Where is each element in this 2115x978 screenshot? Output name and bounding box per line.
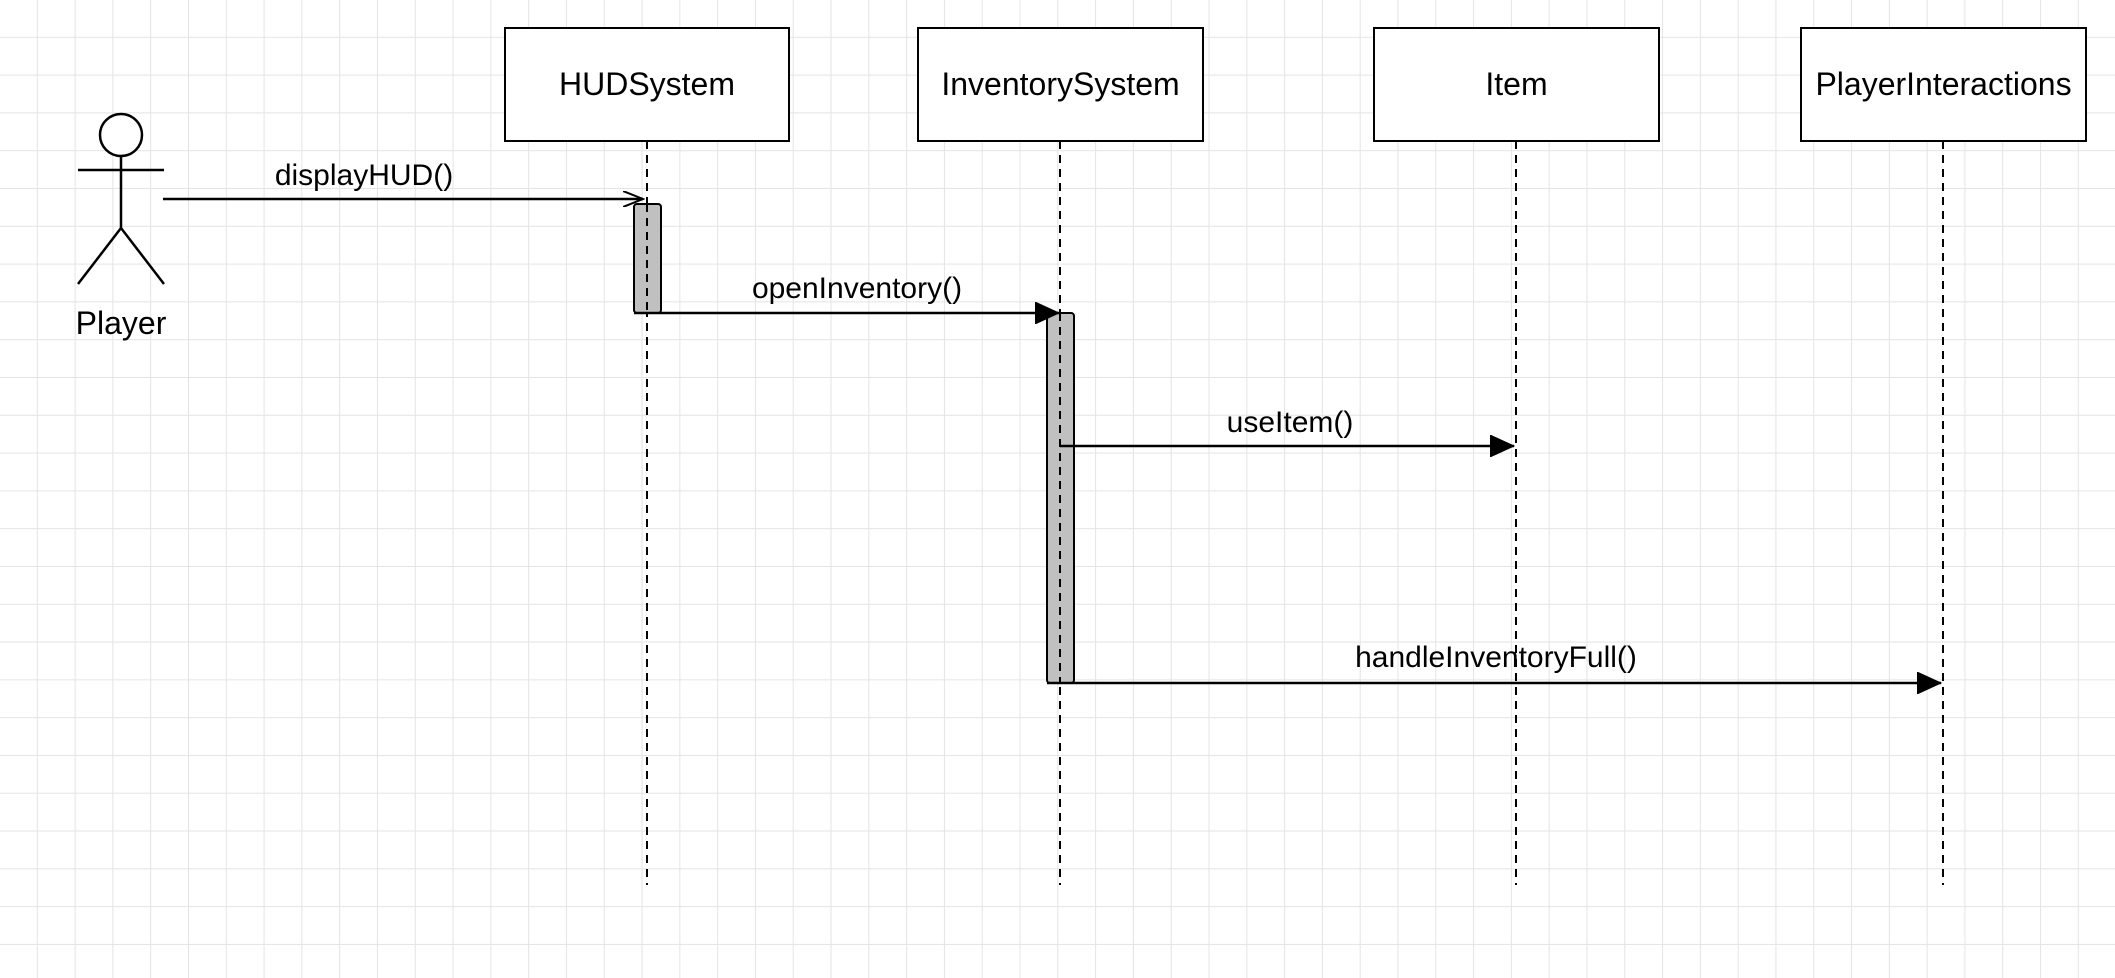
lifeline-box-hudsystem[interactable]: HUDSystem (504, 27, 790, 142)
actor-label-player: Player (75, 305, 167, 341)
message-label-displayhud: displayHUD() (274, 159, 454, 192)
lifeline-box-playerinteractions[interactable]: PlayerInteractions (1800, 27, 2087, 142)
lifeline-label-inventorysystem: InventorySystem (941, 66, 1180, 102)
message-label-openinventory: openInventory() (751, 272, 963, 305)
lifeline-label-playerinteractions: PlayerInteractions (1815, 66, 2072, 102)
lifeline-label-hudsystem: HUDSystem (558, 66, 735, 102)
player-actor-icon (77, 112, 165, 285)
message-label-useitem: useItem() (1226, 406, 1354, 439)
lifeline-box-inventorysystem[interactable]: InventorySystem (917, 27, 1204, 142)
lifeline-label-item: Item (1485, 66, 1548, 102)
lifeline-box-item[interactable]: Item (1373, 27, 1660, 142)
message-label-handleinventoryfull: handleInventoryFull() (1355, 641, 1637, 674)
